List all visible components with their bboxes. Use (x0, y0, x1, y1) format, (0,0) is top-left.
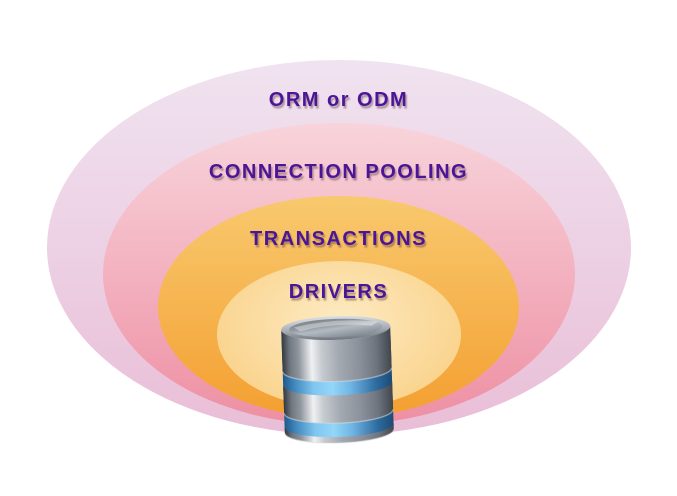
database-icon (281, 315, 395, 444)
layer-label-drivers: DRIVERS (288, 281, 389, 303)
layer-label-connection-pooling: CONNECTION POOLING (208, 161, 469, 183)
layer-label-transactions: TRANSACTIONS (250, 228, 427, 250)
layer-label-orm: ORM or ODM (268, 89, 409, 111)
database-segment-top (281, 326, 392, 382)
database-segment-bottom (284, 423, 394, 444)
database-top-highlight (294, 320, 379, 332)
database-top-face (289, 318, 383, 338)
database-segment-middle (283, 381, 394, 424)
